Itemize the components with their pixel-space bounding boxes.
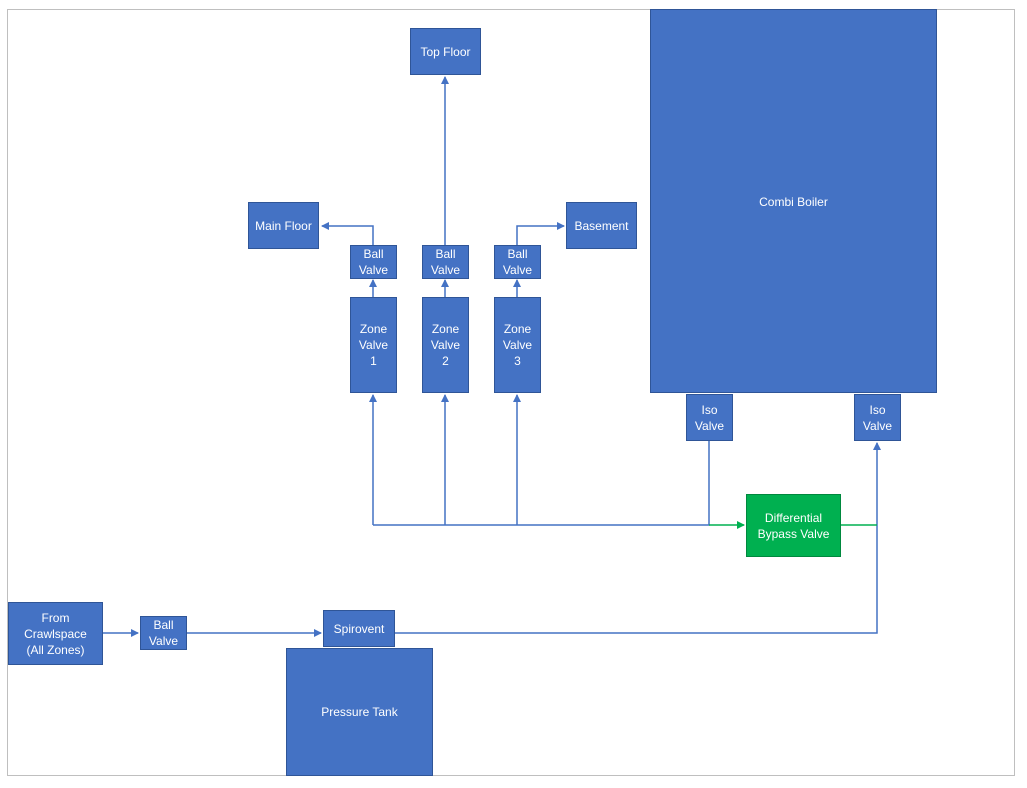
- zone-valve-2-label: Zone Valve 2: [430, 322, 461, 368]
- zone-valve-1-label: Zone Valve 1: [358, 322, 389, 368]
- ball-valve-3-node: Ball Valve: [494, 245, 541, 279]
- ball-valve-inlet-label: Ball Valve: [148, 618, 179, 648]
- iso-valve-left-label: Iso Valve: [694, 402, 725, 433]
- iso-valve-left-node: Iso Valve: [686, 394, 733, 441]
- combi-boiler-node: Combi Boiler: [650, 9, 937, 393]
- pressure-tank-node: Pressure Tank: [286, 648, 433, 776]
- from-crawlspace-node: From Crawlspace (All Zones): [8, 602, 103, 665]
- from-crawlspace-label: From Crawlspace (All Zones): [24, 610, 87, 657]
- ball-valve-2-label: Ball Valve: [430, 247, 461, 277]
- zone-valve-3-label: Zone Valve 3: [502, 322, 533, 368]
- iso-valve-right-node: Iso Valve: [854, 394, 901, 441]
- spirovent-label: Spirovent: [333, 621, 385, 636]
- basement-node: Basement: [566, 202, 637, 249]
- main-floor-node: Main Floor: [248, 202, 319, 249]
- combi-boiler-label: Combi Boiler: [759, 195, 828, 209]
- ball-valve-1-label: Ball Valve: [358, 247, 389, 277]
- basement-label: Basement: [574, 218, 629, 233]
- top-floor-node: Top Floor: [410, 28, 481, 75]
- zone-valve-2-node: Zone Valve 2: [422, 297, 469, 393]
- differential-bypass-valve-label: Differential Bypass Valve: [757, 510, 830, 541]
- main-floor-label: Main Floor: [255, 218, 312, 233]
- zone-valve-3-node: Zone Valve 3: [494, 297, 541, 393]
- ball-valve-3-label: Ball Valve: [502, 247, 533, 277]
- zone-valve-1-node: Zone Valve 1: [350, 297, 397, 393]
- spirovent-node: Spirovent: [323, 610, 395, 647]
- diagram-frame: [7, 9, 1015, 776]
- line-ball1-to-main-floor: [321, 222, 374, 245]
- top-floor-label: Top Floor: [420, 44, 471, 59]
- differential-bypass-valve-node: Differential Bypass Valve: [746, 494, 841, 557]
- line-ball3-to-basement: [516, 222, 565, 245]
- pressure-tank-label: Pressure Tank: [321, 705, 398, 719]
- ball-valve-inlet-node: Ball Valve: [140, 616, 187, 650]
- return-manifold-line: [373, 441, 710, 526]
- ball-valve-1-node: Ball Valve: [350, 245, 397, 279]
- iso-valve-right-label: Iso Valve: [862, 402, 893, 433]
- ball-valve-2-node: Ball Valve: [422, 245, 469, 279]
- line-spirovent-to-iso-right: [395, 442, 881, 634]
